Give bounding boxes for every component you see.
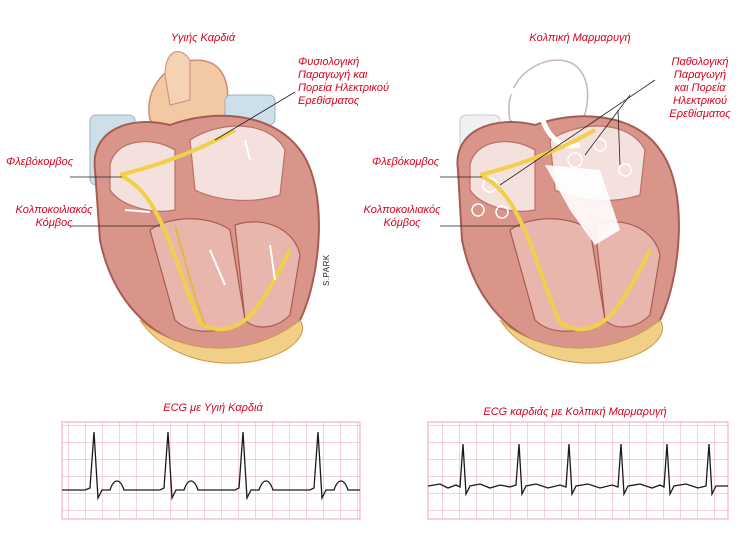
afib-heart-title: Κολπική Μαρμαρυγή [529,32,631,44]
healthy-sa-node-label: Φλεβόκομβος [6,156,74,168]
afib-av-node-label: Κολποκοιλιακός Κόμβος [363,204,441,229]
healthy-heart-title: Υγιής Καρδιά [170,32,236,44]
afib-abnormal-path-label: Παθολογική Παραγωγή και Πορεία Ηλεκτρικο… [669,56,731,120]
afib-ecg-strip [427,421,729,520]
afib-ecg-title: ECG καρδιάς με Κολπική Μαρμαρυγή [483,406,667,418]
afib-sa-node-label: Φλεβόκομβος [372,156,440,168]
healthy-normal-path-label: Φυσιολογική Παραγωγή και Πορεία Ηλεκτρικ… [298,56,390,107]
healthy-av-node-label: Κολποκοιλιακός Κόμβος [15,204,93,229]
healthy-ecg-title: ECG με Υγιή Καρδιά [163,402,263,414]
healthy-ecg-strip [61,421,361,520]
